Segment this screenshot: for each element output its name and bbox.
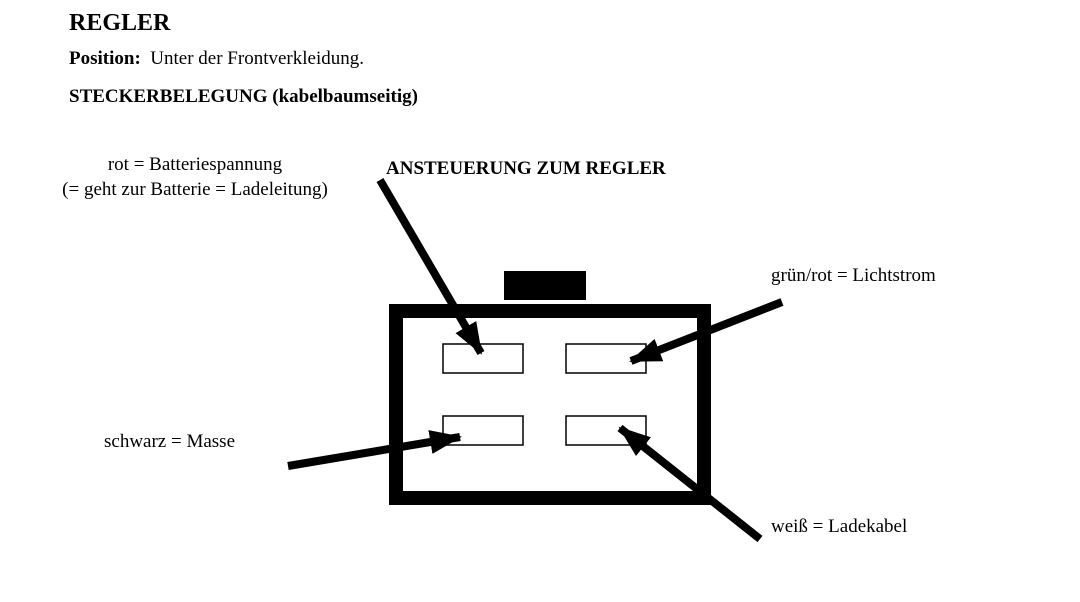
label-light: grün/rot = Lichtstrom	[771, 265, 936, 286]
connector-housing	[389, 304, 711, 505]
label-battery: rot = Batteriespannung (= geht zur Batte…	[40, 153, 350, 202]
position-line: Position: Unter der Frontverkleidung.	[69, 48, 364, 71]
pin-top-left	[442, 343, 524, 374]
position-label: Position:	[69, 48, 141, 69]
label-battery-line2: (= geht zur Batterie = Ladeleitung)	[62, 178, 328, 200]
label-battery-line1: rot = Batteriespannung	[107, 154, 283, 175]
label-charge: weiß = Ladekabel	[771, 516, 908, 537]
section-heading: STECKERBELEGUNG (kabelbaumseitig)	[69, 86, 418, 107]
arrow-light	[629, 298, 784, 365]
label-ground: schwarz = Masse	[104, 431, 236, 452]
position-value: Unter der Frontverkleidung.	[150, 48, 364, 69]
label-control: ANSTEUERUNG ZUM REGLER	[386, 158, 666, 179]
page-title: REGLER	[69, 10, 171, 36]
arrow-charge	[617, 424, 763, 543]
arrow-ground	[287, 430, 462, 470]
arrow-battery	[376, 177, 485, 356]
connector-lock-tab	[504, 271, 586, 300]
